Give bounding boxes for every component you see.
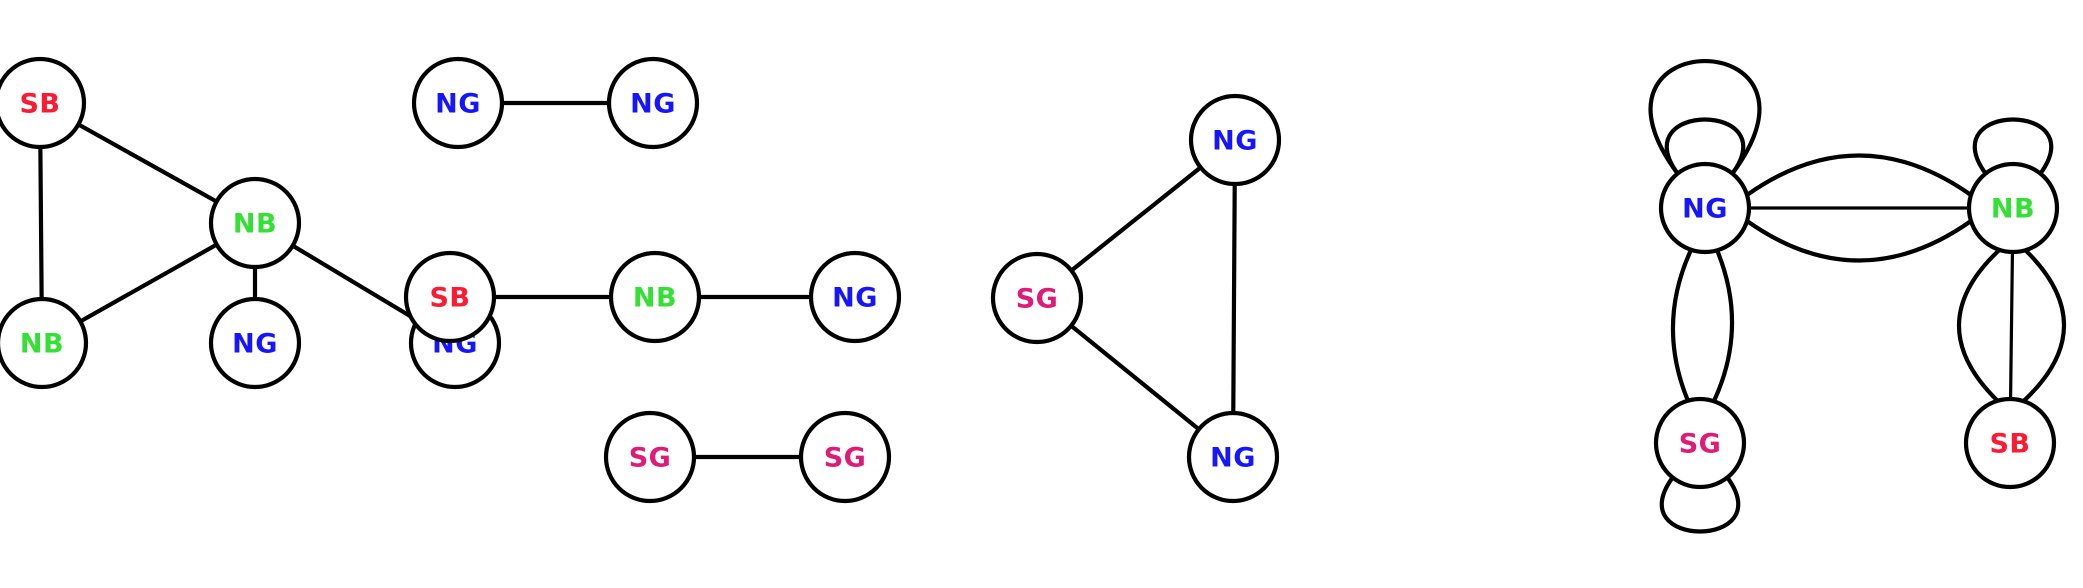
node-circle[interactable] — [208, 176, 302, 270]
graph-node[interactable]: SG — [798, 410, 892, 504]
graph-edge — [76, 122, 219, 204]
node-circle[interactable] — [608, 250, 702, 344]
node-label: SB — [19, 89, 60, 120]
node-circle[interactable] — [1653, 396, 1747, 490]
node-circle[interactable] — [990, 251, 1084, 345]
graph-node[interactable]: NB — [0, 296, 89, 390]
node-label: NG — [232, 329, 278, 360]
node-circle[interactable] — [411, 56, 505, 150]
node-label: NG — [1212, 126, 1258, 157]
graph-edge — [1956, 247, 2002, 403]
graph-node[interactable]: SB — [0, 56, 87, 150]
node-circle[interactable] — [0, 296, 89, 390]
graph-node[interactable]: NB — [208, 176, 302, 270]
self-loop-edge — [1664, 117, 1746, 176]
node-label: NB — [1991, 194, 2035, 225]
self-loop-edge — [1648, 58, 1762, 176]
graph-node[interactable]: NG — [1186, 410, 1280, 504]
node-circle[interactable] — [1188, 93, 1282, 187]
graph-edge — [1231, 181, 1237, 416]
graph-edge — [38, 144, 44, 302]
graph-node[interactable]: SB — [1963, 396, 2057, 490]
graph-edge — [1069, 165, 1203, 273]
node-label: NB — [633, 283, 677, 314]
node-label: NG — [630, 89, 676, 120]
graph-edge — [78, 242, 219, 324]
graph-edge — [2008, 251, 2015, 400]
graph-node[interactable]: NB — [1966, 161, 2060, 255]
graph-edge — [1670, 247, 1694, 403]
self-loop-edge — [1972, 117, 2054, 176]
node-circle[interactable] — [1658, 161, 1752, 255]
node-circle[interactable] — [606, 56, 700, 150]
node-label: SG — [629, 443, 672, 474]
node-circle[interactable] — [1966, 161, 2060, 255]
node-circle[interactable] — [0, 56, 87, 150]
graph-node[interactable]: SG — [603, 410, 697, 504]
node-circle[interactable] — [1186, 410, 1280, 504]
graph-node[interactable]: NG — [208, 296, 302, 390]
graph-node[interactable]: SG — [990, 251, 1084, 345]
node-label: NG — [1682, 194, 1728, 225]
node-circle[interactable] — [403, 250, 497, 344]
graph-node[interactable]: NG — [1658, 161, 1752, 255]
node-label: SB — [429, 283, 470, 314]
graph-node[interactable]: NG — [1188, 93, 1282, 187]
node-label: SG — [1679, 429, 1722, 460]
node-label: NG — [435, 89, 481, 120]
graph-edge — [2021, 248, 2067, 404]
graph-node[interactable]: NG — [606, 56, 700, 150]
node-circle[interactable] — [798, 410, 892, 504]
graph-edge — [1744, 218, 1974, 263]
graph-edge — [1744, 153, 1974, 198]
graph-edge — [1711, 248, 1735, 404]
self-loop-edge — [1659, 475, 1741, 534]
graph-node[interactable]: SG — [1653, 396, 1747, 490]
graph-node[interactable]: NB — [608, 250, 702, 344]
graph-node[interactable]: NG — [411, 56, 505, 150]
node-label: SB — [1989, 429, 2030, 460]
graph-node[interactable]: NG — [808, 250, 902, 344]
node-circle[interactable] — [208, 296, 302, 390]
node-label: NB — [20, 329, 64, 360]
graph-edge — [1069, 323, 1201, 432]
node-circle[interactable] — [603, 410, 697, 504]
node-label: NG — [832, 283, 878, 314]
node-circle[interactable] — [1963, 396, 2057, 490]
node-label: NG — [1210, 443, 1256, 474]
node-label: NB — [233, 209, 277, 240]
node-label: SG — [1016, 284, 1059, 315]
edges-layer — [38, 58, 2067, 534]
node-circle[interactable] — [808, 250, 902, 344]
graph-edge — [290, 243, 420, 323]
node-label: SG — [824, 443, 867, 474]
graph-node[interactable]: SB — [403, 250, 497, 344]
